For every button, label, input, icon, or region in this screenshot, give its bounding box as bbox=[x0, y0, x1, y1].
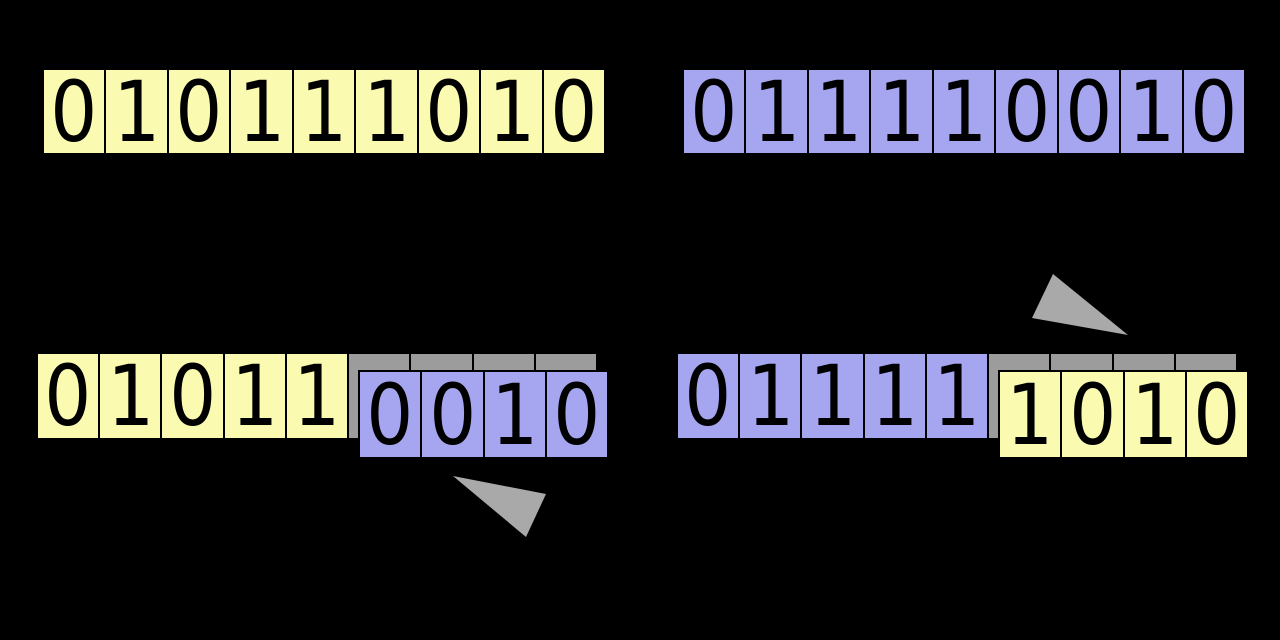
bit-digit: 1 bbox=[871, 354, 919, 438]
bit-digit: 1 bbox=[1127, 70, 1175, 153]
bit-cell: 0 bbox=[38, 354, 99, 438]
bit-digit: 1 bbox=[940, 70, 988, 153]
bit-cell: 1 bbox=[1121, 70, 1182, 153]
bit-digit: 1 bbox=[293, 354, 341, 438]
bit-digit: 1 bbox=[487, 70, 535, 153]
bit-cell: 1 bbox=[293, 70, 355, 153]
bit-digit: 0 bbox=[1065, 70, 1113, 153]
bit-digit: 0 bbox=[50, 70, 98, 153]
crossover-arrow-left-icon bbox=[453, 476, 546, 537]
bit-digit: 1 bbox=[1131, 372, 1179, 457]
bit-cell: 0 bbox=[543, 70, 604, 153]
bit-digit: 1 bbox=[746, 354, 794, 438]
bit-digit: 0 bbox=[366, 372, 414, 457]
bit-digit: 1 bbox=[113, 70, 161, 153]
bit-digit: 1 bbox=[1006, 372, 1054, 457]
crossover-arrow-right-icon bbox=[1032, 274, 1128, 335]
bit-cell: 1 bbox=[933, 70, 995, 153]
bit-cell: 1 bbox=[740, 354, 801, 438]
bit-digit: 1 bbox=[238, 70, 286, 153]
bit-cell: 0 bbox=[684, 70, 745, 153]
bit-cell: 0 bbox=[546, 372, 607, 457]
bit-digit: 1 bbox=[815, 70, 863, 153]
bit-digit: 0 bbox=[425, 70, 473, 153]
bit-cell: 1 bbox=[926, 354, 988, 438]
bit-digit: 0 bbox=[1190, 70, 1238, 153]
bit-cell: 1 bbox=[481, 70, 542, 153]
bit-cell: 0 bbox=[44, 70, 105, 153]
bit-cell: 1 bbox=[286, 354, 348, 438]
bit-cell: 0 bbox=[1062, 372, 1123, 457]
bit-digit: 0 bbox=[175, 70, 223, 153]
bit-cell: 1 bbox=[356, 70, 417, 153]
bit-digit: 0 bbox=[428, 372, 476, 457]
bit-cell: 0 bbox=[996, 70, 1057, 153]
bit-cell: 1 bbox=[100, 354, 161, 438]
bit-cell: 0 bbox=[162, 354, 223, 438]
bit-cell: 0 bbox=[1058, 70, 1120, 153]
bit-digit: 0 bbox=[684, 354, 732, 438]
bit-digit: 1 bbox=[878, 70, 926, 153]
bit-digit: 0 bbox=[1068, 372, 1116, 457]
bit-digit: 1 bbox=[933, 354, 981, 438]
bit-digit: 1 bbox=[300, 70, 348, 153]
bit-digit: 0 bbox=[690, 70, 738, 153]
bit-digit: 0 bbox=[168, 354, 217, 438]
bit-digit: 1 bbox=[362, 70, 410, 153]
bit-digit: 0 bbox=[1002, 70, 1050, 153]
bit-cell: 0 bbox=[1183, 70, 1244, 153]
bit-digit: 1 bbox=[491, 372, 539, 457]
bit-cell: 0 bbox=[360, 372, 421, 457]
bit-cell: 1 bbox=[1000, 372, 1061, 457]
bit-cell: 1 bbox=[106, 70, 167, 153]
bit-digit: 1 bbox=[106, 354, 154, 438]
bit-digit: 1 bbox=[231, 354, 279, 438]
bit-digit: 0 bbox=[1193, 372, 1241, 457]
bit-digit: 1 bbox=[753, 70, 801, 153]
bit-digit: 0 bbox=[550, 70, 598, 153]
bit-cell: 1 bbox=[864, 354, 925, 438]
bit-cell: 0 bbox=[168, 70, 230, 153]
bit-cell: 1 bbox=[1124, 372, 1185, 457]
bit-cell: 1 bbox=[484, 372, 545, 457]
bit-cell: 0 bbox=[422, 372, 483, 457]
bit-cell: 1 bbox=[231, 70, 292, 153]
bit-digit: 1 bbox=[808, 354, 857, 438]
bit-cell: 1 bbox=[802, 354, 863, 438]
bit-cell: 0 bbox=[1186, 372, 1247, 457]
bit-digit: 0 bbox=[44, 354, 92, 438]
bit-cell: 1 bbox=[871, 70, 932, 153]
bit-cell: 1 bbox=[808, 70, 870, 153]
bit-cell: 1 bbox=[746, 70, 807, 153]
bit-digit: 0 bbox=[553, 372, 601, 457]
bit-cell: 0 bbox=[678, 354, 739, 438]
bit-cell: 1 bbox=[224, 354, 285, 438]
bit-cell: 0 bbox=[418, 70, 480, 153]
